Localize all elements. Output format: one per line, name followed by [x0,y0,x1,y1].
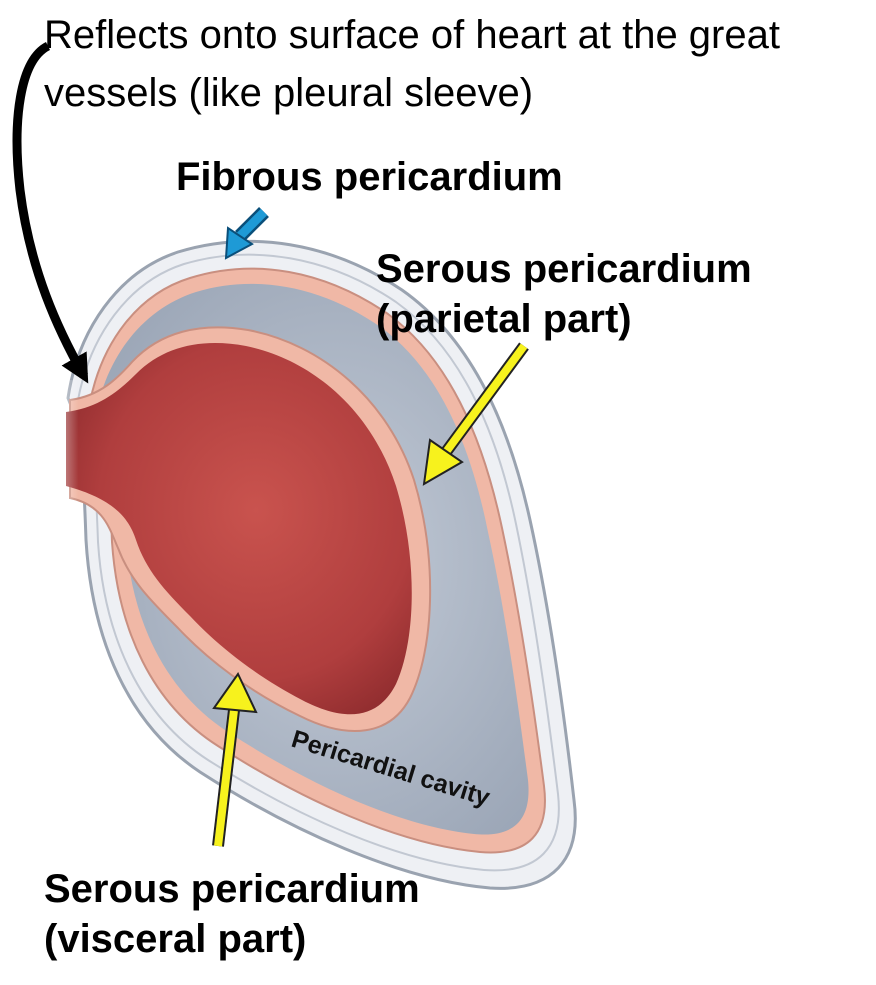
fibrous-inner-line [76,253,560,872]
reflection-note: Reflects onto surface of heart at the gr… [44,6,780,122]
fibrous-arrow-shaft [236,208,268,240]
reflection-arrow [12,41,89,384]
serous-parietal-label-line1: Serous pericardium [376,247,752,291]
reflection-note-line1: Reflects onto surface of heart at the gr… [44,13,780,57]
visceral-arrow-shaft [214,709,238,847]
heart [66,343,412,715]
serous-visceral-label: Serous pericardium (visceral part) [44,864,420,964]
serous-visceral-label-line2: (visceral part) [44,917,307,961]
fibrous-arrow-head [224,226,254,260]
serous-parietal-label-line2: (parietal part) [376,297,632,341]
serous-parietal-label: Serous pericardium (parietal part) [376,244,752,344]
visceral-arrow-head [212,672,258,714]
great-vessel-fade [40,380,110,510]
serous-visceral-label-line1: Serous pericardium [44,867,420,911]
parietal-arrow-shaft [442,343,528,455]
parietal-arrow-head [422,438,464,486]
reflection-note-line2: vessels (like pleural sleeve) [44,71,534,115]
fibrous-pericardium-label: Fibrous pericardium [176,155,563,199]
